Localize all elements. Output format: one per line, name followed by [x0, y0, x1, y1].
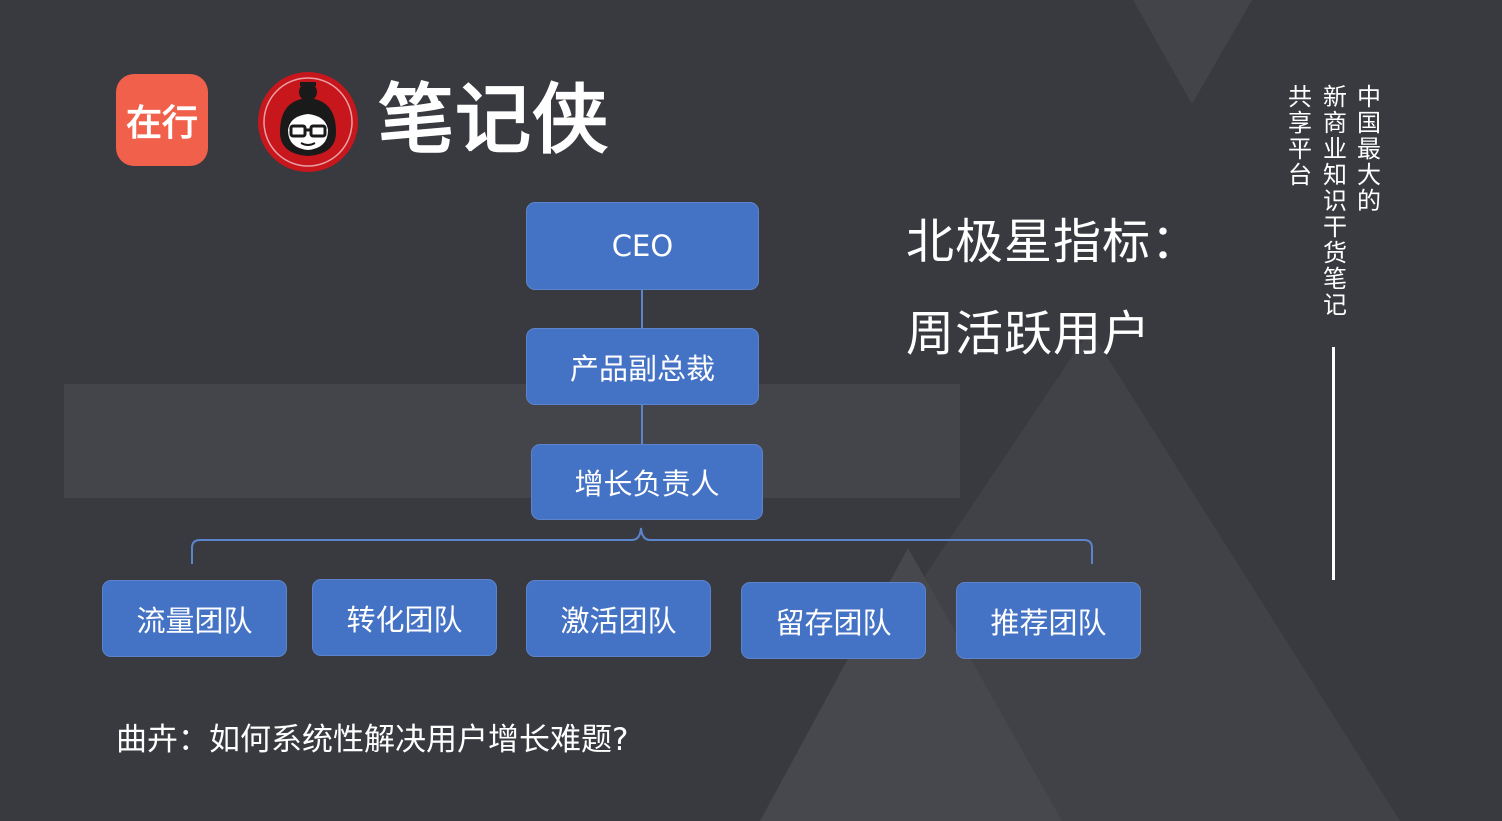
- slide-caption: 曲卉：如何系统性解决用户增长难题?: [116, 722, 629, 758]
- org-node-team-traffic: 流量团队: [102, 580, 287, 657]
- org-node-team-referral: 推荐团队: [956, 582, 1141, 659]
- org-node-team-activation: 激活团队: [526, 580, 711, 657]
- tagline-column-2: 新商业知识干货笔记: [1323, 83, 1347, 319]
- biji-xia-wordmark: 笔记侠: [378, 75, 609, 164]
- north-star-heading: 北极星指标：: [906, 214, 1201, 270]
- zaixing-logo-text: 在行: [125, 103, 198, 144]
- org-node-growth-lead: 增长负责人: [531, 444, 763, 520]
- org-node-ceo: CEO: [526, 202, 759, 290]
- connector-growth-teams-brace: [191, 527, 1093, 564]
- zaixing-logo: 在行: [116, 74, 208, 166]
- bg-triangle-top: [1133, 0, 1252, 104]
- org-node-team-retention: 留存团队: [741, 582, 926, 659]
- org-node-team-conversion: 转化团队: [312, 579, 497, 656]
- north-star-metric: 周活跃用户: [906, 306, 1152, 362]
- mascot-logo-icon: [258, 72, 358, 172]
- org-node-vp-product: 产品副总裁: [526, 328, 759, 405]
- background-band: [64, 384, 960, 498]
- tagline-column-3: 共享平台: [1288, 83, 1312, 189]
- tagline-divider: [1332, 347, 1335, 580]
- tagline-column-1: 中国最大的: [1357, 83, 1381, 215]
- bg-triangle-mid: [760, 548, 1062, 821]
